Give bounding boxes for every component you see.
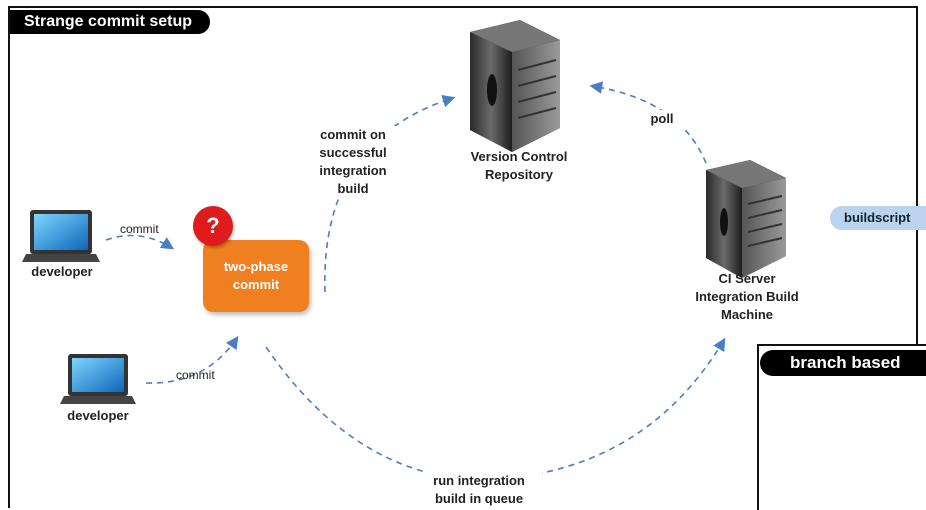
arrow-run-queue <box>265 337 726 481</box>
diagram-frame <box>8 6 918 508</box>
two-phase-commit-box: two-phase commit <box>203 240 309 312</box>
commit-label: commit <box>120 222 159 236</box>
repository-label: Version Control Repository <box>470 149 568 182</box>
question-mark-icon: ? <box>193 206 233 246</box>
laptop-icon <box>22 210 100 262</box>
arrow-commit-on-success <box>324 94 456 293</box>
diagram-title: Strange commit setup <box>10 10 211 34</box>
poll-label: poll <box>642 110 682 128</box>
laptop-icon <box>60 354 136 404</box>
arrow-dev2-commit <box>145 335 239 384</box>
developer-label: developer <box>67 408 129 423</box>
ci-server-label: CI Server Integration Build Machine <box>695 271 799 322</box>
commit-on-success-label: commit on successful integration build <box>298 126 408 198</box>
buildscript-pill: buildscript <box>830 206 926 230</box>
branch-panel-title: branch based <box>760 350 926 376</box>
server-icon <box>706 160 786 278</box>
commit-label: commit <box>176 368 215 382</box>
run-queue-label: run integration build in queue <box>416 472 542 508</box>
server-icon <box>470 20 560 152</box>
developer-label: developer <box>31 264 93 279</box>
two-phase-commit-label: two-phase commit <box>223 259 289 292</box>
arrow-dev1-commit <box>105 234 175 250</box>
